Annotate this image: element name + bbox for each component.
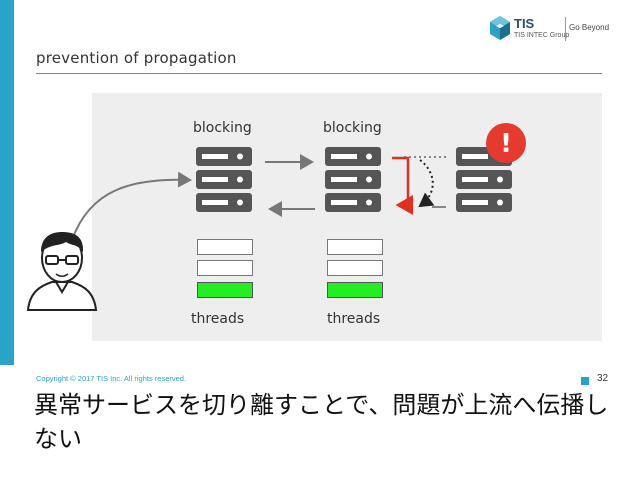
caption-text: 異常サービスを切り離すことで、問題が上流へ伝播しない — [34, 391, 609, 453]
page-marker — [581, 377, 589, 385]
logo-group: TIS INTEC Group — [514, 32, 570, 39]
threads2-label: threads — [327, 311, 381, 327]
accent-bar — [0, 0, 14, 365]
diagram-graphics: ! — [26, 123, 526, 311]
logo-name: TIS — [514, 16, 535, 31]
circuit-break-arrow — [392, 156, 413, 215]
slide: TIS TIS INTEC Group Go Beyond prevention… — [0, 0, 610, 385]
thread-slot — [327, 260, 383, 276]
caption-area: 異常サービスを切り離すことで、問題が上流へ伝播しない — [0, 388, 638, 479]
slide-title: prevention of propagation — [36, 49, 237, 67]
thread-slot-busy — [327, 282, 383, 298]
user-avatar-icon — [26, 232, 98, 311]
thread-slot-busy — [197, 282, 253, 298]
alert-symbol: ! — [500, 129, 512, 159]
company-logo: TIS TIS INTEC Group Go Beyond — [488, 15, 610, 45]
user-request-arrow — [71, 171, 192, 241]
thread-slot — [327, 239, 383, 255]
server1-label: blocking — [193, 120, 252, 136]
threads1-label: threads — [191, 311, 245, 327]
alert-icon: ! — [486, 123, 526, 163]
server-icon — [325, 147, 381, 212]
thread-slot — [197, 239, 253, 255]
server-icon — [196, 147, 252, 212]
logo-mark-icon — [490, 16, 510, 40]
fallback-arrow — [418, 159, 435, 208]
logo-tagline: Go Beyond — [569, 23, 610, 32]
logo-divider — [565, 17, 566, 41]
copyright-text: Copyright © 2017 TIS Inc. All rights res… — [36, 374, 187, 383]
title-divider — [36, 73, 602, 74]
thread-slot — [197, 260, 253, 276]
server2-label: blocking — [323, 120, 382, 136]
page-number: 32 — [597, 373, 609, 384]
